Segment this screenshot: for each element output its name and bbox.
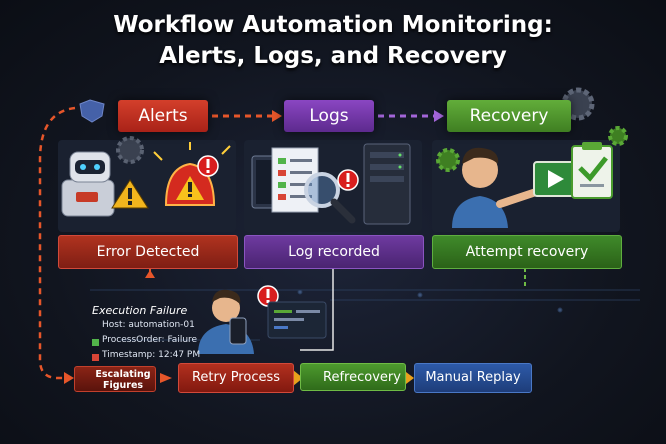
gear-icon xyxy=(118,138,142,162)
failure-timestamp: Timestamp: 12:47 PM xyxy=(92,348,212,363)
stage-logs: Logs xyxy=(284,100,374,132)
checklist-icon xyxy=(572,142,612,198)
failure-heading: Execution Failure xyxy=(92,303,212,318)
stage-recovery: Recovery xyxy=(447,100,571,132)
refrecovery-button[interactable]: Refrecovery xyxy=(300,363,406,391)
arrow-alerts-logs xyxy=(272,110,282,122)
escalating-button[interactable]: Escalating Figures xyxy=(74,366,156,392)
arrow-logs-recovery xyxy=(434,110,444,122)
robot-icon xyxy=(62,152,114,216)
failure-host: Host: automation-01 xyxy=(92,318,212,333)
status-attempt-recovery: Attempt recovery xyxy=(432,235,622,269)
execution-failure-panel: Execution Failure Host: automation-01 Pr… xyxy=(92,303,212,363)
play-icon xyxy=(534,162,574,196)
retry-process-button[interactable]: Retry Process xyxy=(178,363,294,393)
stage-alerts: Alerts xyxy=(118,100,208,132)
manual-replay-button[interactable]: Manual Replay xyxy=(414,363,532,393)
server-icon xyxy=(364,144,410,224)
failure-process: ProcessOrder: Failure xyxy=(92,333,212,348)
status-log-recorded: Log recorded xyxy=(244,235,424,269)
shield-icon xyxy=(80,100,104,122)
mini-dashboard xyxy=(268,302,326,338)
status-error-detected: Error Detected xyxy=(58,235,238,269)
